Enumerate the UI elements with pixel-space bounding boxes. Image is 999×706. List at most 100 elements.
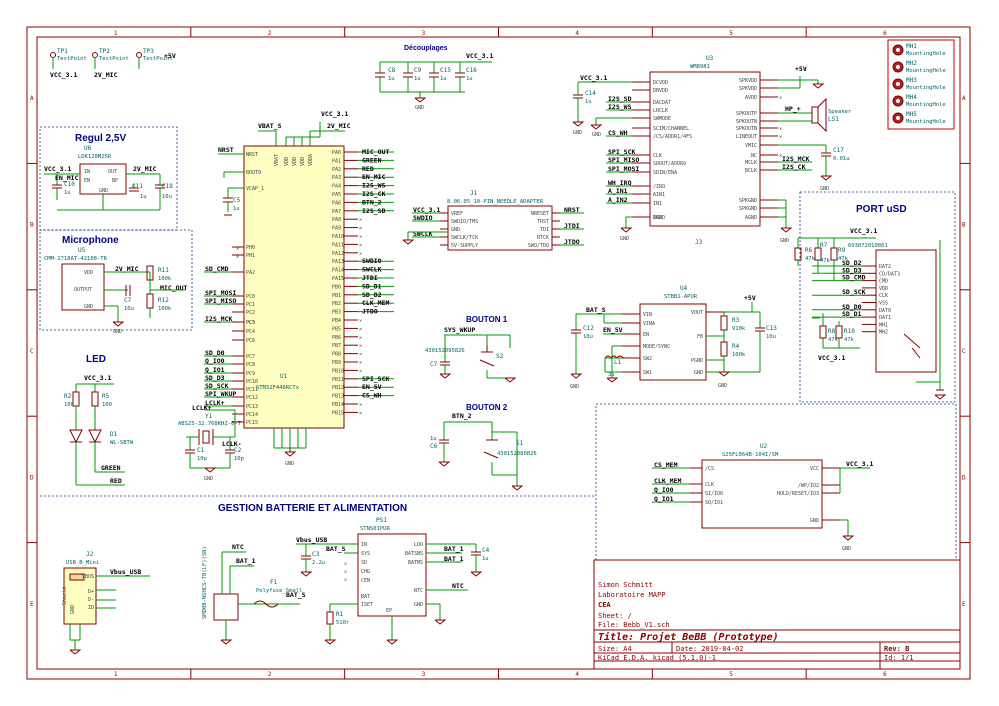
- svg-text:3u: 3u: [608, 372, 615, 378]
- svg-text:VCC_3.1: VCC_3.1: [466, 52, 493, 60]
- border-row-label: E: [30, 601, 34, 608]
- svg-text:R5: R5: [102, 393, 110, 400]
- svg-text:GND: GND: [780, 238, 789, 244]
- net-label: SWCLK: [362, 266, 382, 274]
- net-label: SD_D1: [842, 310, 862, 318]
- no-connect: ✕: [359, 352, 362, 358]
- svg-text:J2: J2: [86, 551, 94, 558]
- svg-text:L1: L1: [614, 359, 622, 366]
- svg-text:BAT_1: BAT_1: [444, 555, 464, 563]
- svg-text:2V_MIC: 2V_MIC: [133, 165, 157, 173]
- usb-connector-j2[interactable]: [63, 567, 97, 625]
- net-label: GREEN: [362, 156, 382, 164]
- testpoint-1[interactable]: TP1 TestPoint VCC_3.1: [50, 48, 87, 79]
- svg-text:R1: R1: [336, 611, 344, 618]
- svg-text:TestPoint: TestPoint: [57, 56, 87, 62]
- battery-connector-bt1[interactable]: [213, 593, 239, 621]
- bouton2-section: BOUTON 2 BTN_2 S1 430152080826 1u C6: [430, 403, 537, 491]
- svg-text:LCLK+: LCLK+: [192, 404, 212, 412]
- mcu-pin-label: PA4: [332, 184, 341, 190]
- usd-pin-label: VSS: [879, 301, 888, 307]
- svg-text:10p: 10p: [234, 456, 244, 462]
- mcu-pin-label: PB13: [332, 394, 344, 400]
- svg-text:NTC: NTC: [232, 543, 244, 551]
- swd-pin-label: VREF: [451, 211, 463, 217]
- no-connect: ✕: [359, 360, 362, 366]
- mcu-pin-label: PA7: [332, 209, 341, 215]
- net-label: JTDI: [362, 274, 378, 282]
- usd-pin-label: DAT2: [879, 264, 891, 270]
- svg-text:D-: D-: [88, 597, 94, 603]
- net-label: LCLK+: [205, 399, 225, 407]
- inductor-l1: [604, 355, 624, 359]
- swd-pin-label: GND: [451, 227, 460, 233]
- charger-pin-label: NTC: [414, 588, 423, 594]
- svg-text:R4: R4: [732, 343, 740, 350]
- charger-pin-label: CHG: [361, 569, 370, 575]
- svg-text:+5V: +5V: [164, 52, 176, 60]
- svg-text:R6: R6: [805, 247, 813, 254]
- led-green-symbol: [88, 429, 102, 444]
- mcu-pin-label: PC3: [246, 320, 255, 326]
- net-label: MIC_OUT: [362, 148, 389, 156]
- net-label: I2S_WS: [362, 182, 386, 190]
- svg-text:C6: C6: [430, 443, 438, 450]
- svg-text:430152080826: 430152080826: [497, 451, 537, 457]
- svg-text:BAT_S: BAT_S: [326, 545, 346, 553]
- svg-text:C7: C7: [124, 297, 132, 304]
- crystal-section: LCLK+ ABS25-32.768KHZ-6-T Y1 LCLK- C110p…: [178, 404, 244, 482]
- codec-pin-label: SDIN/ENA: [653, 170, 677, 176]
- svg-text:GND: GND: [620, 236, 629, 242]
- mcu-pin-label: PB10: [332, 368, 344, 374]
- mcu-pin-label: PB12: [332, 385, 344, 391]
- svg-text:510r: 510r: [336, 620, 350, 626]
- svg-text:CMM-2718AT-42108-TR: CMM-2718AT-42108-TR: [44, 256, 108, 262]
- mounting-hole-ref: MH3: [906, 77, 917, 84]
- tool-label: KiCad E.D.A. kicad (5.1.0)-1: [598, 654, 716, 662]
- mcu-pin-label: PA5: [332, 192, 341, 198]
- svg-text:STNS01PUR: STNS01PUR: [360, 526, 390, 532]
- net-label: CLK_MEM: [654, 477, 681, 485]
- boost-pin-label: SW2: [643, 356, 652, 362]
- codec-u3: [649, 71, 761, 227]
- svg-text:C2: C2: [234, 447, 242, 454]
- mcu-power-pin: VDD: [284, 157, 290, 166]
- resistor-r9: [830, 247, 838, 261]
- mcu-pin-label: PA8: [332, 217, 341, 223]
- testpoint-2[interactable]: TP2 TestPoint 2V_MIC: [92, 48, 129, 79]
- charger-pin-label: LDO: [414, 542, 423, 548]
- decouplages-title: Découplages: [404, 45, 448, 52]
- usd-pins: DAT2SD_D2CD/DAT3SD_D3CMDSD_CMDVDDCLKSD_S…: [812, 259, 900, 336]
- border-col-label: 6: [883, 30, 887, 37]
- resistor-r5: [91, 391, 99, 407]
- svg-text:GND: GND: [84, 304, 93, 310]
- testpoint-3[interactable]: TP3 TestPoint +5V: [136, 48, 176, 69]
- net-label: SPI_SCK: [362, 375, 389, 383]
- no-connect: ✕: [359, 410, 362, 416]
- svg-text:✕: ✕: [779, 126, 782, 132]
- svg-text:LCLK-: LCLK-: [222, 440, 242, 448]
- file-label: File: Bebb_V1.sch: [598, 621, 670, 629]
- mounting-hole-ref: MH4: [906, 94, 917, 101]
- mcu-pin-label: PA9: [332, 226, 341, 232]
- mcu-left-pins: NRSTBOOT0VCAP_1PH0PH1PA2SD_CMDPC0SPI_MOS…: [204, 152, 314, 426]
- codec-pin-label: LRCLK: [653, 108, 668, 114]
- net-label: SD_D3: [205, 374, 225, 382]
- codec-pin-label: SCIM/CHANNEL: [653, 126, 689, 132]
- svg-text:C12: C12: [583, 325, 594, 332]
- svg-text:1u: 1u: [440, 76, 447, 82]
- no-connect: ✕: [359, 343, 362, 349]
- ldo-u6: [79, 163, 127, 195]
- codec-pin-label: SWMODE: [653, 116, 671, 122]
- svg-text:U5: U5: [78, 247, 86, 254]
- svg-text:GND: GND: [573, 130, 582, 136]
- boost-pin-label: MODE/SYNC: [643, 344, 670, 350]
- title-block: Simon Schmitt Laboratoire MAPP CEA Sheet…: [593, 559, 961, 670]
- svg-text:8.06.05_10-PIN_NEEDLE_ADAPTER: 8.06.05_10-PIN_NEEDLE_ADAPTER: [447, 199, 544, 205]
- svg-text:GND: GND: [592, 132, 601, 138]
- svg-text:R11: R11: [158, 267, 169, 274]
- net-label: Q_IO1: [654, 495, 674, 503]
- charger-pin-label: SYS: [361, 551, 370, 557]
